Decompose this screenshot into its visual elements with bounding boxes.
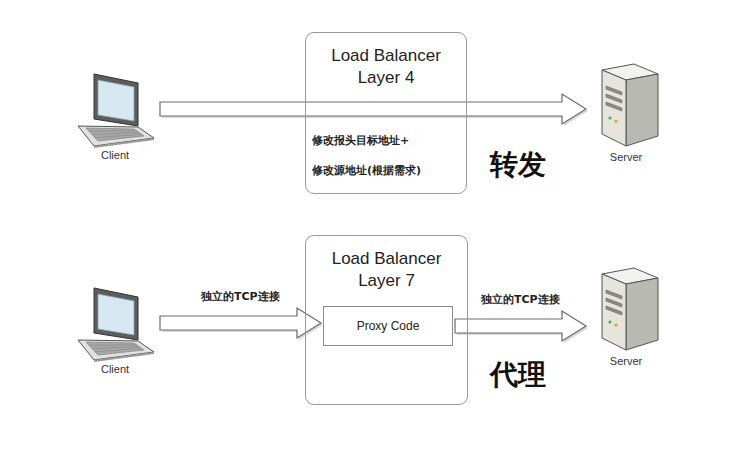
keyboard-row [92, 133, 139, 135]
edge-label: 独立的TCP连接 [479, 292, 562, 307]
block-arrow [455, 311, 586, 341]
section-label: 转发 [490, 146, 546, 184]
block-arrow [160, 94, 586, 124]
keyboard-row [89, 130, 137, 132]
section-label: 代理 [490, 356, 546, 394]
laptop-base [78, 126, 154, 146]
laptop-base [78, 340, 154, 360]
laptop-edge [94, 352, 154, 362]
keyboard-row [95, 348, 142, 352]
host-label: Server [588, 151, 664, 163]
server-front [602, 274, 626, 350]
drive-bay [606, 86, 622, 95]
power-light [608, 320, 611, 323]
server-icon [588, 60, 664, 150]
power-light [608, 116, 611, 119]
edge-label: 独立的TCP连接 [199, 289, 282, 304]
box-text: Proxy Code [357, 319, 420, 333]
load-balancer-box: Load Balancer Layer 4 修改报头目标地址+ 修改源地址(根据需求… [305, 32, 467, 194]
block-arrow [160, 308, 321, 338]
disk-light [614, 119, 617, 122]
drive-bay [606, 298, 622, 307]
server-host: Server [588, 60, 664, 163]
keyboard-row [89, 344, 137, 346]
load-balancer-box: Load Balancer Layer 7 Proxy Code [305, 235, 468, 405]
laptop-icon [72, 284, 158, 362]
laptop-edge [94, 138, 154, 148]
drive-bay [606, 102, 622, 111]
laptop-icon [72, 70, 158, 148]
drive-bay [606, 290, 622, 299]
note-text: 修改源地址(根据需求) [312, 163, 421, 178]
drive-bay [606, 94, 622, 103]
host-label: Server [588, 355, 664, 367]
server-icon [588, 264, 664, 354]
note-text: 修改报头目标地址+ [312, 133, 409, 148]
server-front [602, 70, 626, 146]
laptop-lid [94, 74, 138, 126]
laptop-keyboard [86, 128, 144, 141]
server-side [626, 74, 658, 146]
box-title: Load Balancer Layer 4 [323, 45, 449, 89]
drive-bay [606, 306, 622, 315]
keyboard-row [95, 134, 142, 138]
laptop-lid [94, 288, 138, 340]
laptop-keyboard [86, 342, 144, 355]
client-host: Client [72, 70, 158, 161]
host-label: Client [72, 363, 158, 375]
box-title: Load Balancer Layer 7 [324, 248, 450, 292]
server-side [626, 278, 658, 350]
proxy-box: Proxy Code [323, 306, 453, 346]
host-label: Client [72, 149, 158, 161]
laptop-screen [98, 294, 134, 335]
disk-light [614, 323, 617, 326]
laptop-screen [98, 80, 134, 121]
client-host: Client [72, 284, 158, 375]
server-host: Server [588, 264, 664, 367]
keyboard-row [92, 347, 139, 349]
